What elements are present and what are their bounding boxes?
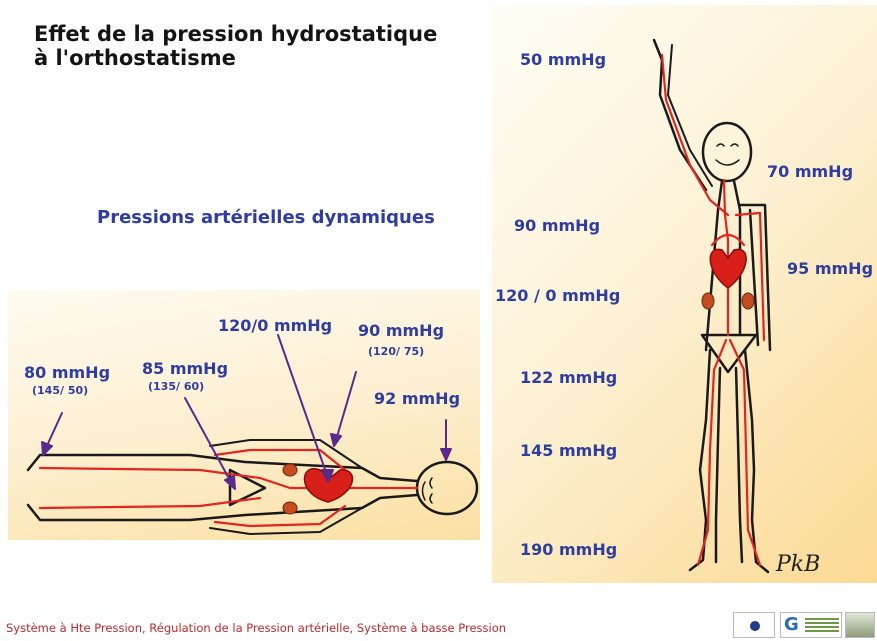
saint-louis-logo: G bbox=[780, 612, 842, 638]
standing-kidney-right bbox=[742, 293, 754, 309]
supine-pressure-arch-detail: (120/ 75) bbox=[368, 345, 424, 358]
arrow-heart bbox=[278, 335, 328, 478]
supine-pressure-foot-detail: (145/ 50) bbox=[32, 384, 88, 397]
supine-kidney-right bbox=[283, 502, 297, 514]
standing-pressure-foot: 190 mmHg bbox=[520, 540, 617, 559]
standing-head bbox=[703, 123, 751, 181]
standing-kidney-left bbox=[702, 293, 714, 309]
standing-pressure-neck: 90 mmHg bbox=[514, 216, 600, 235]
standing-pressure-arm: 95 mmHg bbox=[787, 259, 873, 278]
standing-pressure-knee: 145 mmHg bbox=[520, 441, 617, 460]
author-signature: PkB bbox=[776, 552, 820, 577]
standing-artery-arm bbox=[662, 55, 728, 215]
supine-artery-legs bbox=[40, 498, 260, 508]
supine-pressure-foot: 80 mmHg bbox=[24, 363, 110, 382]
standing-face bbox=[716, 144, 739, 165]
supine-pressure-arch: 90 mmHg bbox=[358, 321, 444, 340]
standing-pressure-hand: 50 mmHg bbox=[520, 50, 606, 69]
arrow-head-head bbox=[441, 449, 451, 460]
footer-text: Système à Hte Pression, Régulation de la… bbox=[6, 621, 506, 635]
standing-figure bbox=[654, 40, 770, 572]
supine-pressure-heart: 120/0 mmHg bbox=[218, 316, 332, 335]
standing-artery-neck bbox=[724, 180, 728, 240]
standing-pressure-heart: 120 / 0 mmHg bbox=[495, 286, 620, 305]
supine-kidney-left bbox=[283, 464, 297, 476]
arrow-arch-head bbox=[331, 434, 341, 446]
arrow-arch bbox=[336, 372, 356, 440]
hanging-arm-outline bbox=[740, 205, 770, 350]
standing-artery-legs bbox=[698, 340, 760, 565]
supine-pressure-iliac-detail: (135/ 60) bbox=[148, 380, 204, 393]
standing-pressure-head: 70 mmHg bbox=[767, 162, 853, 181]
standing-pressure-pelvis: 122 mmHg bbox=[520, 368, 617, 387]
aphp-logo bbox=[733, 612, 775, 638]
supine-head bbox=[417, 462, 477, 514]
supine-face bbox=[423, 478, 433, 503]
supine-pressure-iliac: 85 mmHg bbox=[142, 359, 228, 378]
supine-pressure-head: 92 mmHg bbox=[374, 389, 460, 408]
arrow-foot-head bbox=[42, 442, 52, 455]
hospital-photo bbox=[845, 612, 875, 638]
